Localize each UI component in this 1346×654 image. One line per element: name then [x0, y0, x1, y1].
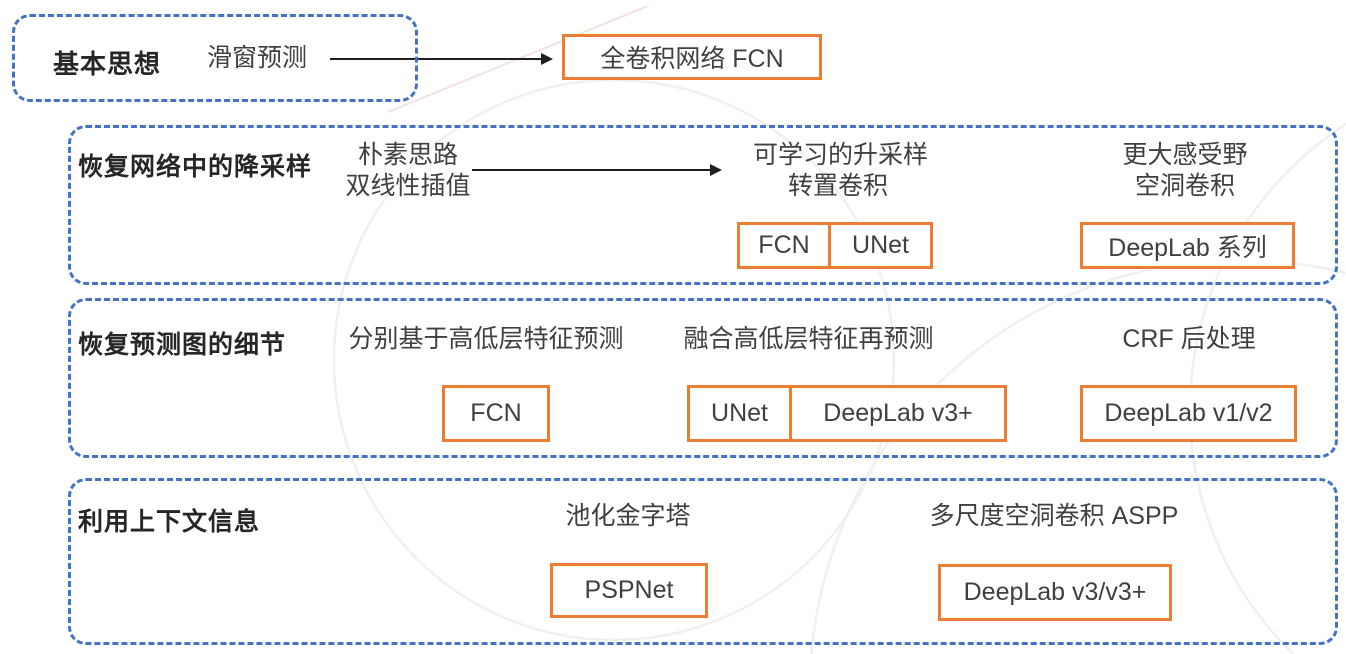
node-unet: UNet: [828, 222, 933, 269]
receptive-field-line2: 空洞卷积: [1134, 172, 1235, 200]
naive-bilinear-line1: 朴素思路: [357, 141, 458, 169]
node-fcn: FCN: [737, 222, 831, 269]
group-context-info-title: 利用上下文信息: [78, 508, 261, 536]
pooling-pyramid-label: 池化金字塔: [565, 502, 691, 530]
node-pspnet: PSPNet: [550, 563, 708, 618]
node-deeplab-v1v2: DeepLab v1/v2: [1080, 385, 1297, 442]
sliding-window-label: 滑窗预测: [207, 44, 308, 72]
group-recover-detail-title: 恢复预测图的细节: [78, 331, 287, 359]
node-fcn-detail: FCN: [442, 385, 550, 442]
fuse-features-label: 融合高低层特征再预测: [683, 325, 934, 353]
receptive-field-line1: 更大感受野: [1122, 141, 1248, 169]
node-deeplab-v3plus: DeepLab v3+: [789, 385, 1007, 442]
group-basic-idea-title: 基本思想: [53, 49, 162, 79]
group-recover-downsampling-title: 恢复网络中的降采样: [78, 153, 313, 181]
node-unet-detail: UNet: [687, 385, 792, 442]
naive-bilinear-label: 朴素思路 双线性插值: [333, 140, 483, 202]
learnable-upsample-line1: 可学习的升采样: [753, 141, 929, 169]
group-basic-idea: [12, 14, 418, 102]
naive-bilinear-line2: 双线性插值: [345, 172, 471, 200]
separate-prediction-label: 分别基于高低层特征预测: [348, 325, 624, 353]
learnable-upsample-line2: 转置卷积: [787, 172, 888, 200]
node-deeplab-v3-v3plus: DeepLab v3/v3+: [938, 564, 1172, 621]
aspp-label: 多尺度空洞卷积 ASPP: [929, 502, 1179, 530]
node-pair-unet-deeplabv3plus: UNet DeepLab v3+: [687, 385, 1007, 442]
node-pair-fcn-unet: FCN UNet: [737, 222, 933, 269]
node-fcn-fully-convolutional: 全卷积网络 FCN: [562, 34, 822, 80]
learnable-upsample-label: 可学习的升采样 转置卷积: [753, 140, 929, 202]
group-recover-detail: [68, 298, 1338, 458]
group-recover-downsampling: [68, 125, 1338, 285]
group-context-info: [68, 478, 1338, 645]
node-deeplab-series: DeepLab 系列: [1080, 222, 1295, 269]
receptive-field-label: 更大感受野 空洞卷积: [1105, 140, 1265, 202]
crf-postprocess-label: CRF 后处理: [1122, 325, 1256, 353]
